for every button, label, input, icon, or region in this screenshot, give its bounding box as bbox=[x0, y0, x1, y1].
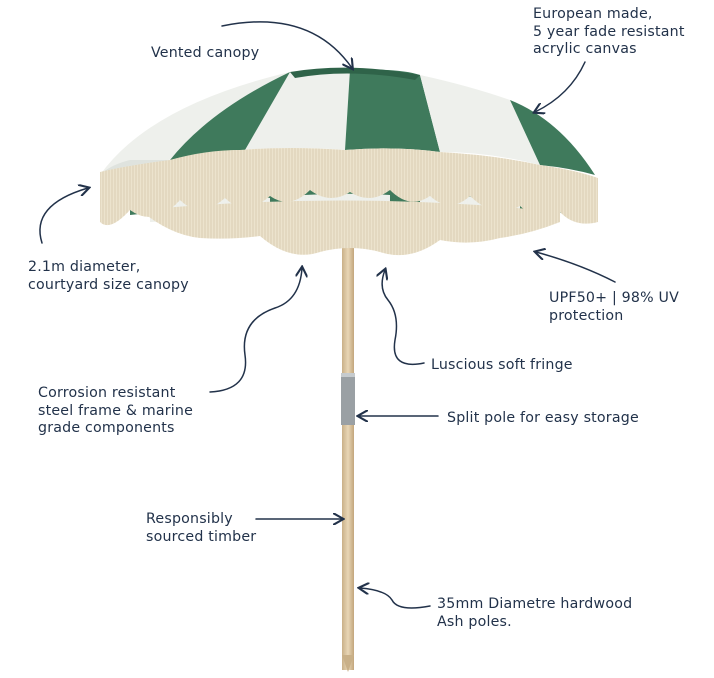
arrow-canvas bbox=[535, 61, 586, 112]
callout-frame: Corrosion resistant steel frame & marine… bbox=[38, 385, 194, 436]
arrow-upf bbox=[536, 252, 616, 283]
arrow-vented bbox=[221, 21, 352, 68]
split-pole-joint bbox=[341, 373, 355, 425]
canopy bbox=[100, 67, 595, 175]
pole bbox=[341, 185, 355, 672]
outer-fringe bbox=[100, 148, 598, 226]
arrow-frame bbox=[209, 268, 302, 393]
callout-european-made: European made, 5 year fade resistant acr… bbox=[533, 6, 685, 57]
callout-timber: Responsibly sourced timber bbox=[146, 511, 257, 545]
arrow-hardwood bbox=[360, 588, 431, 609]
callout-diameter: 2.1m diameter, courtyard size canopy bbox=[28, 259, 189, 293]
callout-hardwood: 35mm Diametre hardwood Ash poles. bbox=[437, 596, 633, 630]
arrow-fringe bbox=[382, 270, 425, 365]
callout-split-pole: Split pole for easy storage bbox=[447, 410, 639, 426]
callout-upf: UPF50+ | 98% UV protection bbox=[549, 290, 679, 324]
callout-fringe: Luscious soft fringe bbox=[431, 357, 573, 373]
vent bbox=[290, 67, 420, 80]
arrow-diameter bbox=[39, 188, 88, 244]
callout-vented-canopy: Vented canopy bbox=[151, 45, 260, 61]
